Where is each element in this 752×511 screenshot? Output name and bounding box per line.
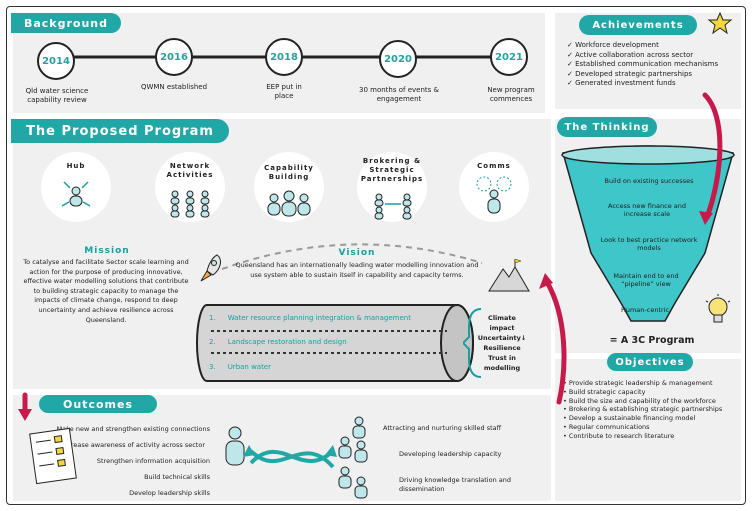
objective-item: • Brokering & establishing strategic par… (563, 405, 723, 414)
outcome-right-item: Developing leadership capacity (399, 450, 502, 458)
checklist-icon (29, 427, 77, 485)
objective-item: • Contribute to research literature (563, 431, 675, 440)
objective-item: • Build strategic capacity (563, 387, 646, 396)
component-hub: Hub (41, 152, 111, 222)
lightbulb-icon (705, 294, 731, 323)
achievement-item: ✓ Developed strategic partnerships (567, 69, 693, 78)
outcome-left-item: Make new and strengthen existing connect… (56, 425, 210, 433)
objectives-panel (555, 359, 741, 501)
thinking-result: = A 3C Program (609, 335, 695, 346)
timeline-label-2014: Qld water science capability review (25, 87, 89, 104)
timeline-year-2021: 2021 (490, 38, 528, 76)
timeline-year-2016: 2016 (155, 38, 193, 76)
timeline-label-2021: New program commences (487, 86, 535, 103)
achievements-list: ✓ Workforce development ✓ Active collabo… (567, 41, 718, 89)
timeline-year-2018: 2018 (265, 38, 303, 76)
achievements-banner: Achievements (579, 15, 697, 35)
mission-title: Mission (84, 246, 130, 256)
achievement-item: ✓ Established communication mechanisms (567, 60, 719, 68)
timeline-label-2020: 30 months of events & engagement (359, 86, 439, 103)
objectives-list: • Provide strategic leadership & managem… (563, 379, 743, 441)
bracket (463, 308, 482, 378)
component-capability-building: Capability Building (254, 152, 324, 222)
outcome-right-item: Driving knowledge translation and dissem… (399, 476, 511, 493)
outcome-left-item: Strengthen information acquisition (96, 457, 210, 465)
achievement-item: ✓ Active collaboration across sector (567, 50, 694, 59)
objective-item: • Develop a sustainable financing model (563, 414, 696, 423)
timeline-label-2018: EEP put in place (266, 83, 302, 100)
component-comms: Comms (459, 152, 529, 222)
objective-item: • Provide strategic leadership & managem… (563, 379, 713, 387)
vision-text: Queensland has an internationally leadin… (235, 261, 479, 279)
program-banner: The Proposed Program (11, 119, 229, 143)
funnel-item: Maintain end to end “pipeline” view (613, 272, 679, 288)
outcome-left-item: Build technical skills (144, 473, 210, 481)
achievement-item: ✓ Workforce development (567, 41, 659, 49)
timeline-label-2016: QWMN established (140, 83, 208, 91)
pipeline-item: 2.Landscape restoration and design (209, 338, 347, 346)
rocket-icon (200, 254, 221, 282)
objective-item: • Regular communications (563, 422, 650, 431)
achievement-item: ✓ Generated investment funds (567, 79, 676, 87)
timeline-year-2014: 2014 (37, 42, 75, 80)
pipeline-item: 3.Urban water (209, 363, 272, 371)
objective-item: • Build the size and capability of the w… (563, 396, 716, 405)
funnel-item: Look to best practice network models (600, 236, 698, 252)
vision-title: Vision (338, 248, 376, 258)
dashed-arc (221, 243, 483, 270)
funnel-item: Build on existing successes (604, 177, 694, 185)
infographic: Background 2014 2016 2018 2020 2021 Qld … (6, 6, 746, 505)
background-banner: Background (11, 13, 121, 33)
pipeline-outputs: Climate impact Uncertainty↓ Resilience T… (477, 314, 527, 372)
thinking-banner: The Thinking (557, 117, 657, 137)
funnel-item: Access new finance and increase scale (607, 202, 686, 218)
funnel-item: Human-centric (620, 306, 670, 314)
outcome-right-item: Attracting and nurturing skilled staff (383, 424, 502, 432)
mountain-icon (488, 259, 530, 292)
timeline-year-2020: 2020 (379, 40, 417, 78)
pipeline-item: 1.Water resource planning integration & … (209, 314, 411, 322)
mission-text: To catalyse and facilitate Sector scale … (23, 258, 189, 324)
outcomes-banner: Outcomes (39, 395, 157, 413)
component-brokering: Brokering & Strategic Partnerships (357, 152, 427, 222)
star-icon (707, 11, 733, 35)
pipeline-tube (196, 304, 474, 382)
objectives-banner: Objectives (607, 353, 693, 371)
outcome-left-item: Develop leadership skills (129, 489, 210, 497)
component-network-activities: Network Activities (155, 152, 225, 222)
outcome-left-item: Increase awareness of activity across se… (61, 441, 205, 449)
funnel (561, 145, 735, 322)
outcomes-people (225, 416, 368, 499)
